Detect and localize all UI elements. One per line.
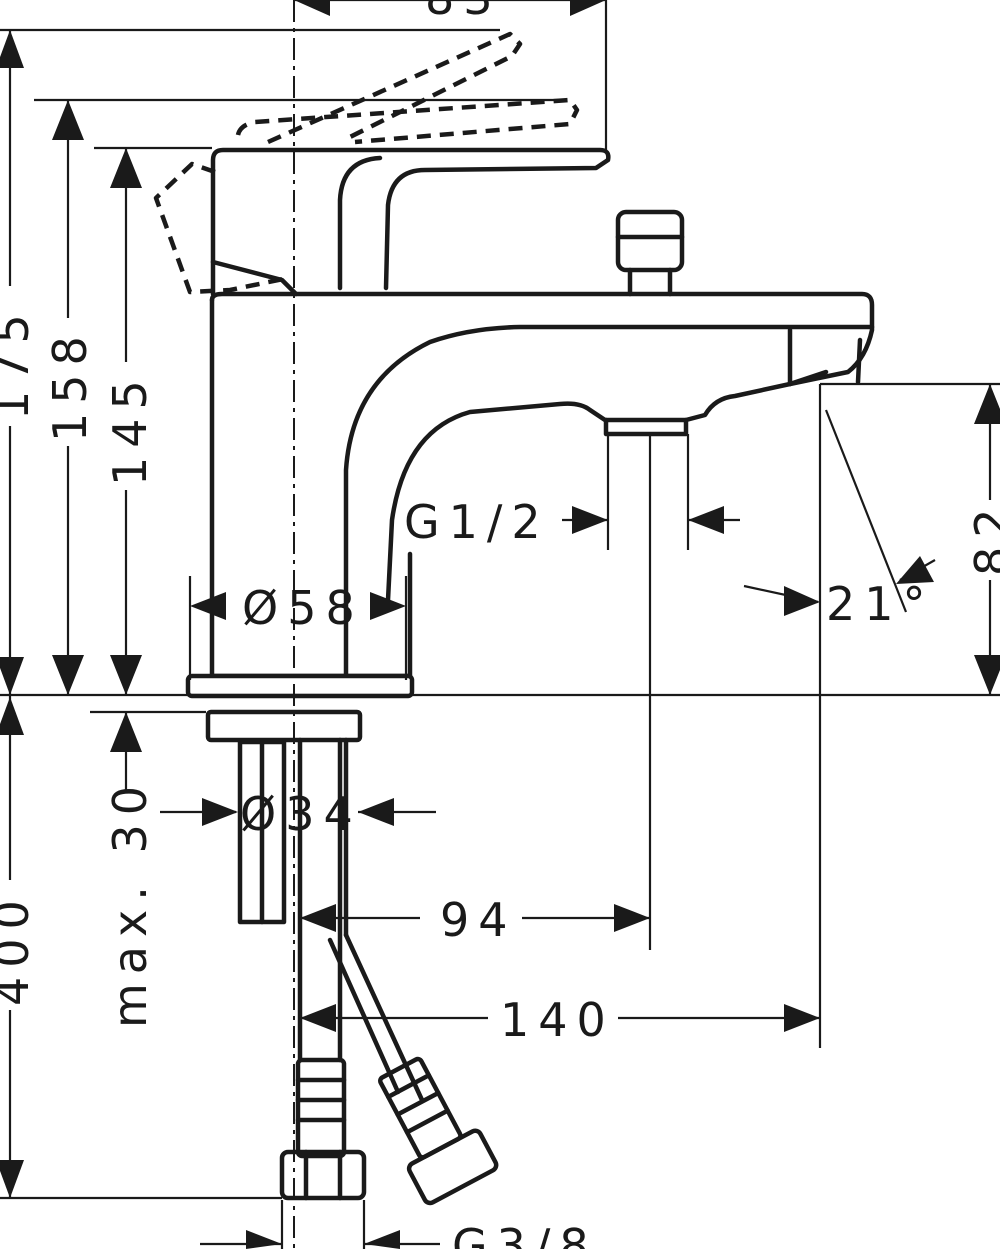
diverter-knob	[615, 209, 685, 297]
base-plate	[185, 673, 415, 743]
overall-height-label: 175	[0, 305, 39, 420]
dim-body-height: 145	[103, 148, 157, 695]
dim-max-deck-thickness: max. 30	[103, 712, 157, 1028]
dim-spout-reach: 140	[300, 993, 820, 1047]
base-diameter-label: Ø58	[242, 581, 364, 635]
dim-base-diameter: Ø58	[188, 576, 408, 680]
spout-angle-label: 21°	[826, 577, 935, 631]
dim-outlet-reach: 94	[300, 434, 652, 950]
dim-top-projection: 83	[294, 0, 606, 25]
dim-outlet-thread: G1/2	[404, 434, 740, 550]
dim-overall-height: 175	[0, 30, 39, 695]
dim-handle-height: 158	[43, 100, 97, 695]
dim-spout-angle: 21°	[743, 384, 936, 1048]
dim-shank-diameter: Ø34	[160, 787, 436, 841]
dim-hose-thread: G3/8	[200, 1200, 598, 1249]
spout-height-label: 82	[965, 499, 1000, 576]
dim-hose-length: 400	[0, 695, 39, 1198]
hose-length-label: 400	[0, 891, 39, 1006]
shank-diameter-label: Ø34	[240, 787, 362, 841]
max-deck-thickness-label: max. 30	[103, 777, 157, 1028]
mounting-rods-and-hoses	[237, 737, 499, 1206]
lever-handle	[210, 147, 611, 297]
outlet-thread-label: G1/2	[404, 495, 550, 549]
spout-reach-label: 140	[500, 993, 615, 1047]
dim-spout-height: 82	[965, 384, 1000, 695]
body-height-label: 145	[103, 371, 157, 486]
top-projection-label: 83	[425, 0, 502, 25]
handle-height-label: 158	[43, 327, 97, 442]
hose-thread-label: G3/8	[452, 1219, 598, 1249]
outlet-reach-label: 94	[440, 893, 517, 947]
lever-raised-position-outline	[153, 31, 580, 295]
